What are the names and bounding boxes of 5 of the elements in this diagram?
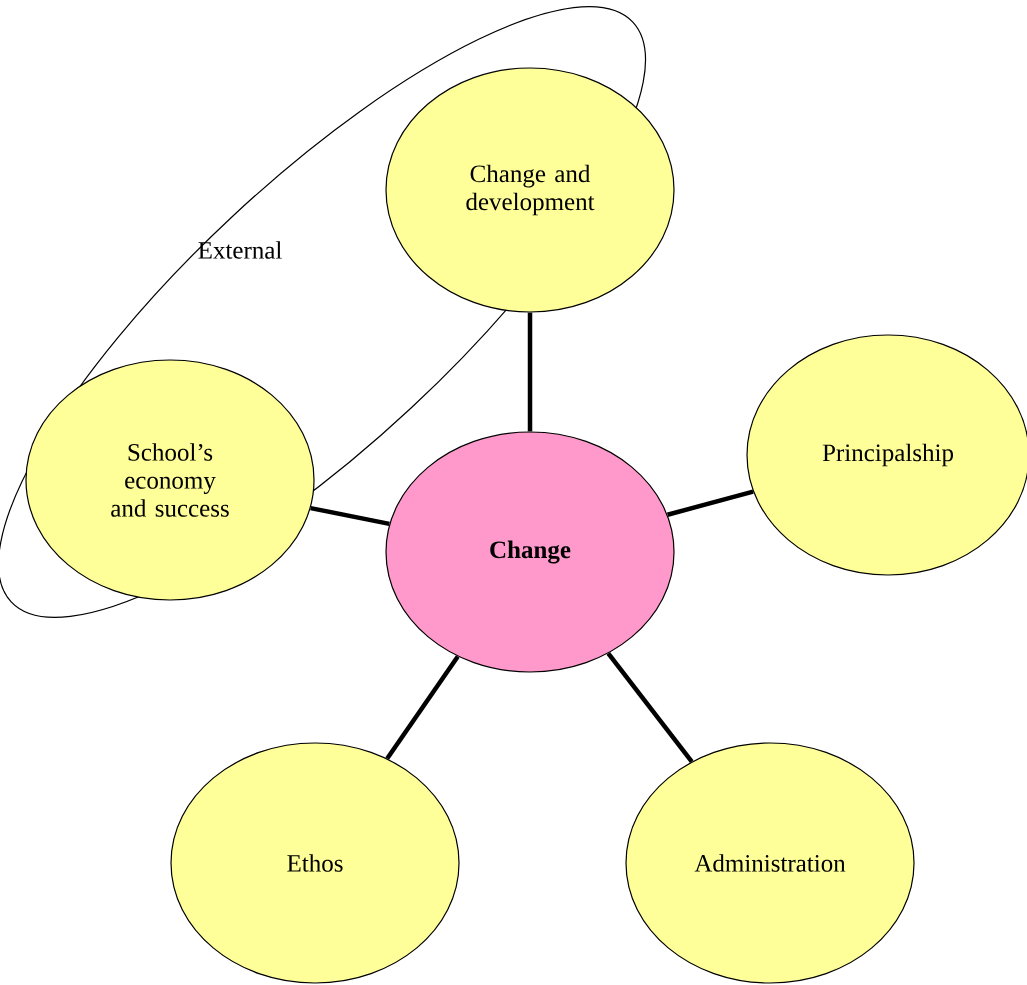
connector-line [385,655,460,760]
connector-line [310,505,390,527]
connector-line [606,652,694,763]
connector-line [666,489,754,517]
connector-line [527,312,533,432]
